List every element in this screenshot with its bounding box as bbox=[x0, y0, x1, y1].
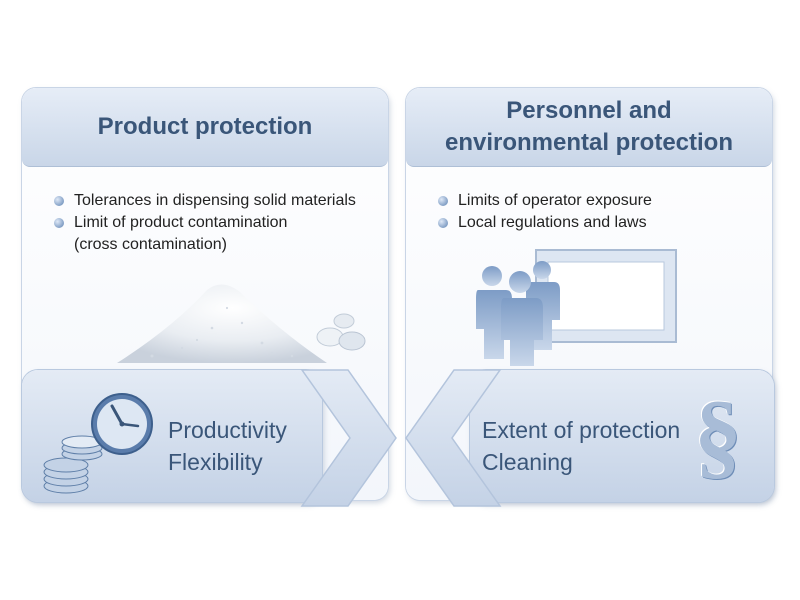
productivity-band: Productivity Flexibility bbox=[22, 370, 322, 502]
product-protection-bullets: Tolerances in dispensing solid materials… bbox=[52, 190, 378, 256]
bullet-item: Tolerances in dispensing solid materials bbox=[52, 190, 378, 212]
bullet-item: Local regulations and laws bbox=[436, 212, 762, 234]
people-group-icon bbox=[476, 261, 560, 366]
coin-stack-icon bbox=[43, 435, 103, 494]
presentation-board-icon bbox=[535, 249, 677, 343]
extent-text: Extent of protection Cleaning bbox=[482, 417, 681, 475]
bullet-item: Limit of product contamination (cross co… bbox=[52, 212, 378, 256]
product-protection-title: Product protection bbox=[97, 112, 313, 140]
personnel-protection-title: Personnel and environmental protection bbox=[444, 96, 734, 156]
section-symbol-icon: § bbox=[694, 381, 742, 488]
personnel-protection-header: Personnel and environmental protection bbox=[406, 88, 772, 167]
bullet-icon bbox=[438, 196, 448, 206]
bullet-item: Limits of operator exposure bbox=[436, 190, 762, 212]
bullet-icon bbox=[54, 196, 64, 206]
chevron-right-icon bbox=[300, 369, 397, 507]
bullet-icon bbox=[438, 218, 448, 228]
product-protection-header: Product protection bbox=[22, 88, 388, 167]
personnel-protection-bullets: Limits of operator exposure Local regula… bbox=[436, 190, 762, 234]
extent-band: Extent of protection Cleaning § bbox=[470, 370, 774, 502]
bullet-icon bbox=[54, 218, 64, 228]
clock-icon bbox=[91, 393, 153, 455]
tablets-icon bbox=[316, 313, 366, 351]
powder-pile-icon bbox=[117, 284, 327, 363]
productivity-text: Productivity Flexibility bbox=[168, 417, 287, 475]
chevron-left-icon bbox=[405, 369, 502, 507]
